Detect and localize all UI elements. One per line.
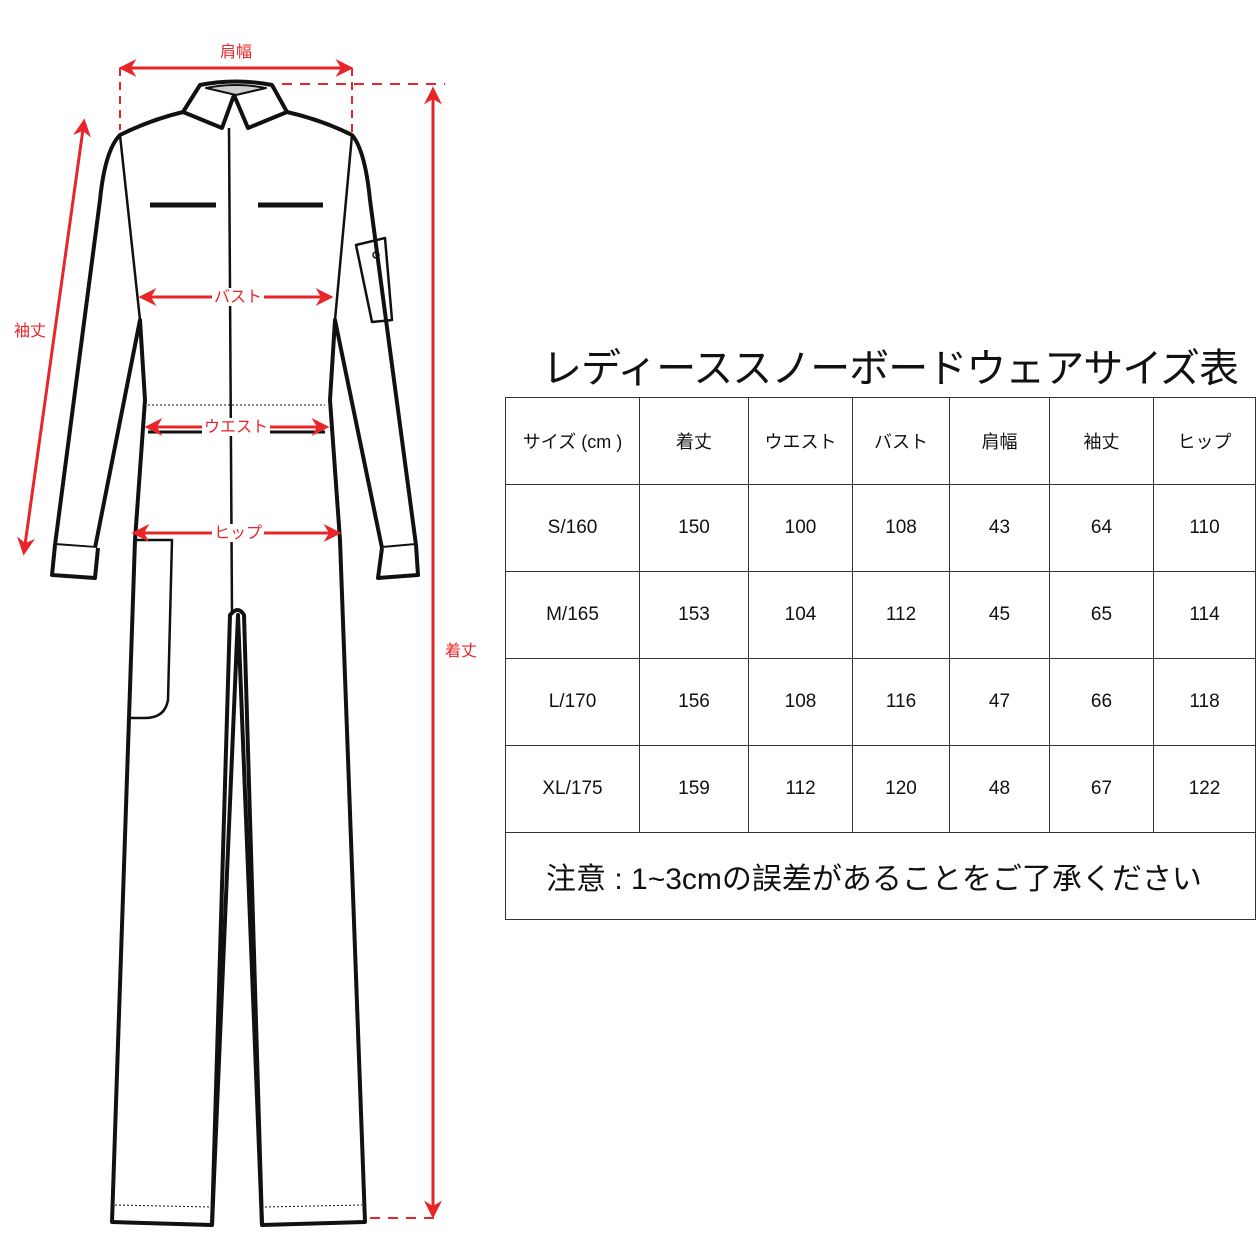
garment-diagram: 肩幅 袖丈 バスト ウエスト ヒップ 着丈	[0, 0, 500, 1260]
bust-label: バスト	[212, 287, 265, 306]
cell: 159	[639, 745, 749, 833]
cell: 100	[748, 484, 853, 572]
cell: 64	[1049, 484, 1154, 572]
cell: 122	[1153, 745, 1256, 833]
tolerance-note: 注意 : 1~3cmの誤差があることをご了承ください	[505, 832, 1256, 920]
cell: 120	[852, 745, 950, 833]
cell: XL/175	[505, 745, 640, 833]
cell: 108	[852, 484, 950, 572]
header-waist: ウエスト	[748, 397, 853, 485]
table-row: S/160 150 100 108 43 64 110	[505, 484, 1256, 572]
waist-label: ウエスト	[202, 417, 271, 436]
cell: 43	[949, 484, 1050, 572]
header-hip: ヒップ	[1153, 397, 1256, 485]
header-bust: バスト	[852, 397, 950, 485]
cell: 156	[639, 658, 749, 746]
size-table: サイズ (cm ) 着丈 ウエスト バスト 肩幅 袖丈 ヒップ S/160 15…	[505, 397, 1256, 920]
cell: 47	[949, 658, 1050, 746]
note-row: 注意 : 1~3cmの誤差があることをご了承ください	[505, 832, 1256, 920]
cell: M/165	[505, 571, 640, 659]
cell: 112	[852, 571, 950, 659]
table-row: XL/175 159 112 120 48 67 122	[505, 745, 1256, 833]
cell: 150	[639, 484, 749, 572]
cell: 104	[748, 571, 853, 659]
cell: 112	[748, 745, 853, 833]
cell: 110	[1153, 484, 1256, 572]
header-size: サイズ (cm )	[505, 397, 640, 485]
cell: L/170	[505, 658, 640, 746]
header-shoulder: 肩幅	[949, 397, 1050, 485]
table-header-row: サイズ (cm ) 着丈 ウエスト バスト 肩幅 袖丈 ヒップ	[505, 397, 1256, 485]
table-row: M/165 153 104 112 45 65 114	[505, 571, 1256, 659]
cell: 118	[1153, 658, 1256, 746]
cell: 114	[1153, 571, 1256, 659]
cell: S/160	[505, 484, 640, 572]
sleeve-length-label: 袖丈	[12, 321, 49, 340]
shoulder-width-label: 肩幅	[218, 42, 255, 61]
coverall-illustration	[17, 59, 445, 1227]
cell: 45	[949, 571, 1050, 659]
cell: 153	[639, 571, 749, 659]
total-length-label: 着丈	[443, 641, 480, 660]
hip-label: ヒップ	[212, 523, 265, 542]
cell: 66	[1049, 658, 1154, 746]
cell: 67	[1049, 745, 1154, 833]
header-sleeve: 袖丈	[1049, 397, 1154, 485]
cell: 65	[1049, 571, 1154, 659]
cell: 48	[949, 745, 1050, 833]
cell: 116	[852, 658, 950, 746]
table-row: L/170 156 108 116 47 66 118	[505, 658, 1256, 746]
cell: 108	[748, 658, 853, 746]
header-length: 着丈	[639, 397, 749, 485]
size-chart-title: レディーススノーボードウェアサイズ表	[542, 346, 1239, 392]
